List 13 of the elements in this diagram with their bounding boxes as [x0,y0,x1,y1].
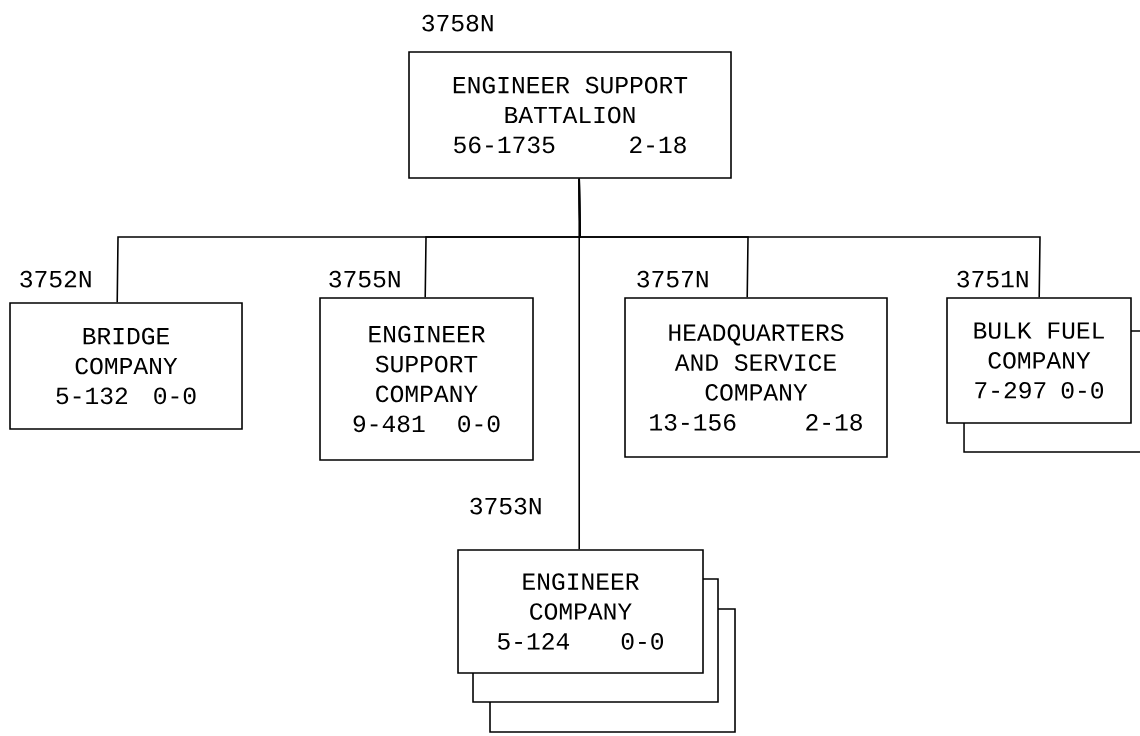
unit-code: 3757N [637,270,708,288]
unit-code: 3753N [470,497,541,515]
unit-box: BULK FUEL COMPANY 7-297 0-0 [946,297,1132,424]
unit-code: 3755N [329,270,400,288]
unit-code: 3751N [957,270,1028,288]
unit-box: ENGINEER COMPANY 5-124 0-0 [457,549,704,674]
unit-code: 3752N [20,270,91,288]
unit-box: BRIDGE COMPANY 5-132 0-0 [9,302,243,430]
unit-box: ENGINEER SUPPORT COMPANY 9-481 0-0 [319,297,534,461]
unit-box: ENGINEER SUPPORT BATTALION 56-1735 2-18 [408,51,732,179]
unit-code: 3758N [422,14,493,32]
unit-box: HEADQUARTERS AND SERVICE COMPANY 13-156 2-18 [624,297,888,458]
connector-line [578,178,580,550]
